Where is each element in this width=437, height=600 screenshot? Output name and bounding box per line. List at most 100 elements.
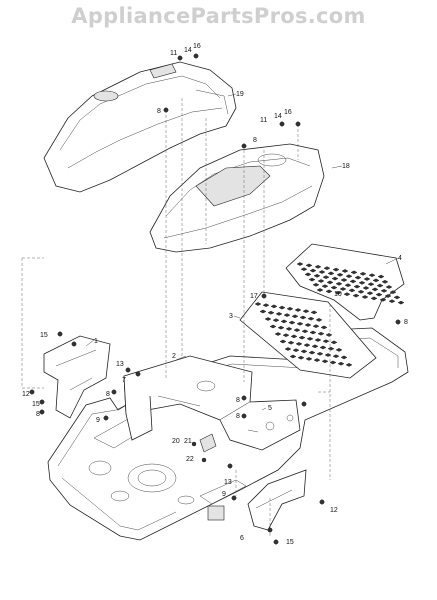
tread-diamond	[293, 328, 301, 332]
callout-22: 22	[186, 456, 194, 463]
tread-diamond	[315, 318, 323, 322]
tread-diamond	[310, 310, 318, 315]
tread-diamond	[379, 297, 387, 302]
tread-diamond	[397, 300, 405, 305]
tread-diamond	[313, 273, 321, 278]
callout-12: 12	[22, 391, 30, 398]
tread-diamond	[341, 269, 349, 273]
tread-diamond	[292, 348, 300, 353]
tread-diamond	[345, 363, 353, 367]
callout-11: 11	[260, 117, 267, 124]
tread-diamond	[285, 327, 293, 331]
tread-diamond	[384, 294, 392, 298]
tread-diamond	[304, 323, 312, 327]
alignment-lines	[21, 98, 331, 536]
callout-5: 5	[268, 405, 272, 412]
tread-diamond	[334, 290, 342, 295]
tread-diamond	[317, 331, 325, 336]
callout-8: 8	[36, 411, 40, 418]
tread-diamond	[325, 333, 333, 337]
tread-diamond	[350, 270, 358, 275]
tread-diamond	[359, 271, 367, 276]
callout-18: 18	[342, 163, 350, 170]
tread-diamond	[304, 272, 312, 277]
callout-15: 15	[32, 401, 40, 408]
tread-diamond	[296, 321, 304, 326]
tread-diamond	[322, 275, 330, 280]
tread-diamond	[337, 361, 345, 366]
tread-diamond	[389, 290, 397, 295]
callout-9: 9	[96, 417, 100, 424]
tread-diamond	[345, 274, 353, 279]
tread-diamond	[357, 289, 365, 294]
tread-diamond	[283, 313, 291, 317]
tread-diamond	[358, 280, 366, 285]
tread-diamond	[370, 296, 378, 301]
tread-diamond	[336, 272, 344, 277]
tread-diamond	[325, 289, 333, 294]
callout-2: 2	[172, 353, 176, 360]
tread-diamond	[354, 275, 362, 280]
tread-diamond	[279, 339, 287, 344]
tread-diamond	[380, 288, 388, 293]
tread-diamond	[284, 347, 292, 351]
tread-diamond	[343, 292, 351, 297]
tread-diamond	[298, 335, 306, 340]
tread-diamond	[280, 319, 288, 324]
fasteners	[29, 53, 401, 545]
tread-diamond	[340, 278, 348, 282]
tread-diamond	[314, 338, 322, 342]
tread-diamond	[393, 295, 401, 300]
tread-diamond	[381, 279, 389, 284]
tread-diamond	[274, 332, 282, 336]
tread-diamond	[339, 287, 347, 291]
callout-1: 1	[94, 338, 98, 345]
callout-15: 15	[286, 539, 294, 546]
tread-diamond	[286, 306, 294, 311]
tread-diamond	[352, 293, 360, 298]
callout-13: 13	[116, 361, 124, 368]
callout-19: 19	[236, 91, 244, 98]
callout-10: 10	[334, 291, 342, 298]
tread-diamond	[377, 274, 385, 279]
callout-11: 11	[170, 50, 177, 57]
callout-3: 3	[229, 313, 233, 320]
callout-7: 7	[122, 377, 126, 384]
tread-diamond	[262, 303, 270, 308]
tread-diamond	[366, 291, 374, 296]
tread-diamond	[318, 270, 326, 274]
bracket-1	[43, 335, 111, 419]
callout-12: 12	[330, 507, 338, 514]
tread-diamond	[322, 339, 330, 344]
callout-14: 14	[184, 47, 192, 54]
tread-diamond	[264, 317, 272, 321]
tread-diamond	[331, 276, 339, 281]
tread-diamond	[368, 273, 376, 278]
tread-diamond	[330, 340, 338, 345]
tread-diamond	[329, 360, 337, 365]
callout-16: 16	[193, 43, 201, 50]
callout-20: 20	[172, 438, 180, 445]
tread-diamond	[323, 266, 331, 271]
tread-diamond	[335, 348, 343, 352]
tread-diamond	[294, 308, 302, 312]
tread-diamond	[317, 279, 325, 283]
tread-diamond	[300, 267, 308, 272]
tread-diamond	[312, 282, 320, 287]
tread-diamond	[306, 336, 314, 341]
tread-diamond	[289, 354, 297, 359]
tread-diamond	[272, 318, 280, 323]
tread-diamond	[349, 279, 357, 284]
tread-diamond	[362, 286, 370, 290]
callout-8: 8	[253, 137, 257, 144]
tread-diamond	[309, 268, 317, 273]
foot-plate-4	[285, 243, 405, 321]
callout-8: 8	[236, 397, 240, 404]
site-watermark: AppliancePartsPros.com	[71, 4, 366, 28]
tread-diamond	[287, 340, 295, 345]
callout-8: 8	[404, 319, 408, 326]
bracket-6	[247, 469, 307, 531]
center-housing-2	[123, 355, 301, 451]
tread-diamond	[372, 278, 380, 283]
